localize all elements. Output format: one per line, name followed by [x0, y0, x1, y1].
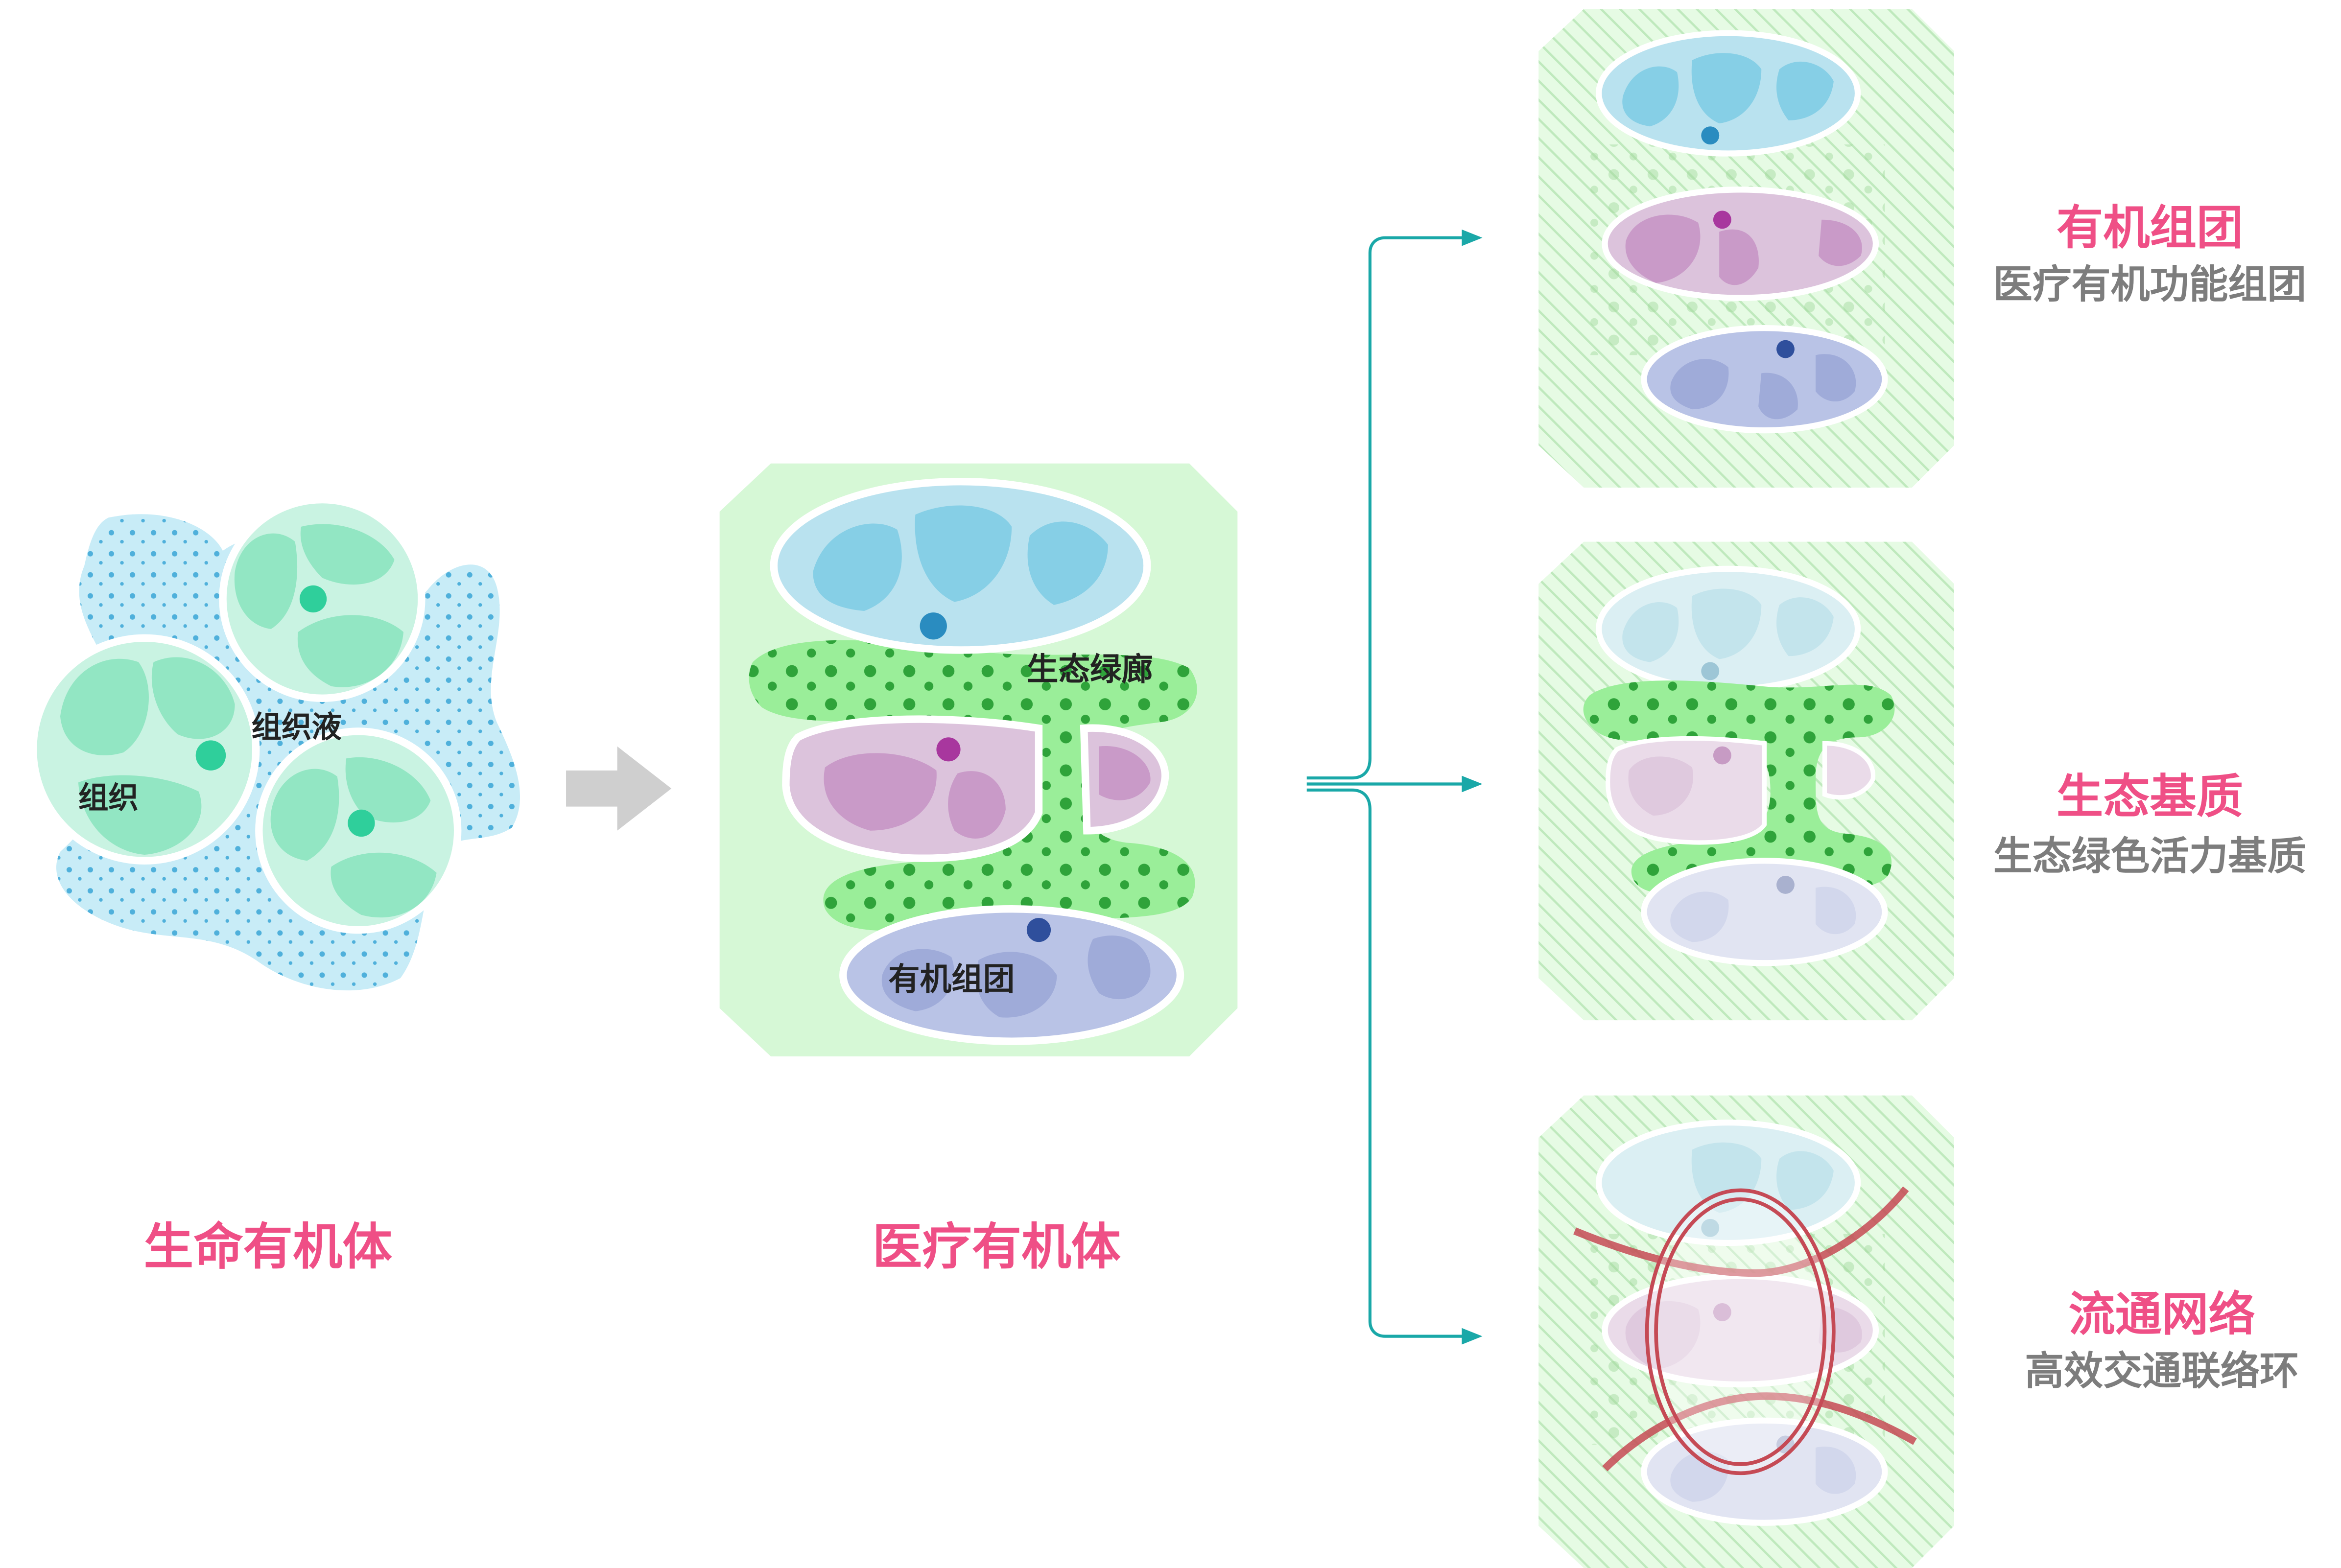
- organism-caption: 生命有机体: [144, 1218, 393, 1276]
- organic-cluster-blue: [770, 477, 1151, 654]
- corridor-label: 生态绿廊: [1027, 651, 1153, 688]
- legend-subtitle: 医疗有机功能组团: [1993, 262, 2306, 307]
- organic-cluster-indigo: [839, 905, 1184, 1045]
- tissue-fluid-label: 组织液: [251, 710, 342, 745]
- tissue-cell: [219, 495, 426, 702]
- panel-ecological-matrix: [1538, 541, 1954, 1021]
- legend-subtitle: 高效交通联络环: [2025, 1348, 2299, 1394]
- legend-subtitle: 生态绿色活力基质: [1993, 834, 2306, 879]
- legend-organic-clusters: 有机组团 医疗有机功能组团: [1993, 201, 2306, 307]
- transition-arrow: [566, 746, 672, 831]
- legend-title: 生态基质: [2057, 770, 2243, 824]
- medical-caption: 医疗有机体: [873, 1218, 1121, 1276]
- panel-circulation-network: [1538, 1095, 1954, 1568]
- traffic-ring: [1573, 1186, 1917, 1475]
- tissue-cell: [29, 634, 260, 865]
- legend-circulation-network: 流通网络 高效交通联络环: [2025, 1287, 2299, 1394]
- legend-ecological-matrix: 生态基质 生态绿色活力基质: [1993, 770, 2306, 879]
- panel-organic-clusters: [1538, 9, 1954, 488]
- branch-connector: [1306, 229, 1483, 1345]
- living-organism: 组织 组织液 生命有机体: [29, 495, 520, 1276]
- ecological-corridor: [749, 640, 1197, 931]
- legend-title: 有机组团: [2057, 201, 2243, 255]
- cluster-label: 有机组团: [888, 961, 1015, 998]
- organic-cluster-purple: [782, 715, 1169, 862]
- legend-title: 流通网络: [2069, 1287, 2255, 1341]
- tissue-label: 组织: [78, 781, 139, 816]
- tissue-cell: [255, 727, 462, 934]
- medical-organism: 生态绿廊 有机组团 医疗有机体: [719, 463, 1238, 1276]
